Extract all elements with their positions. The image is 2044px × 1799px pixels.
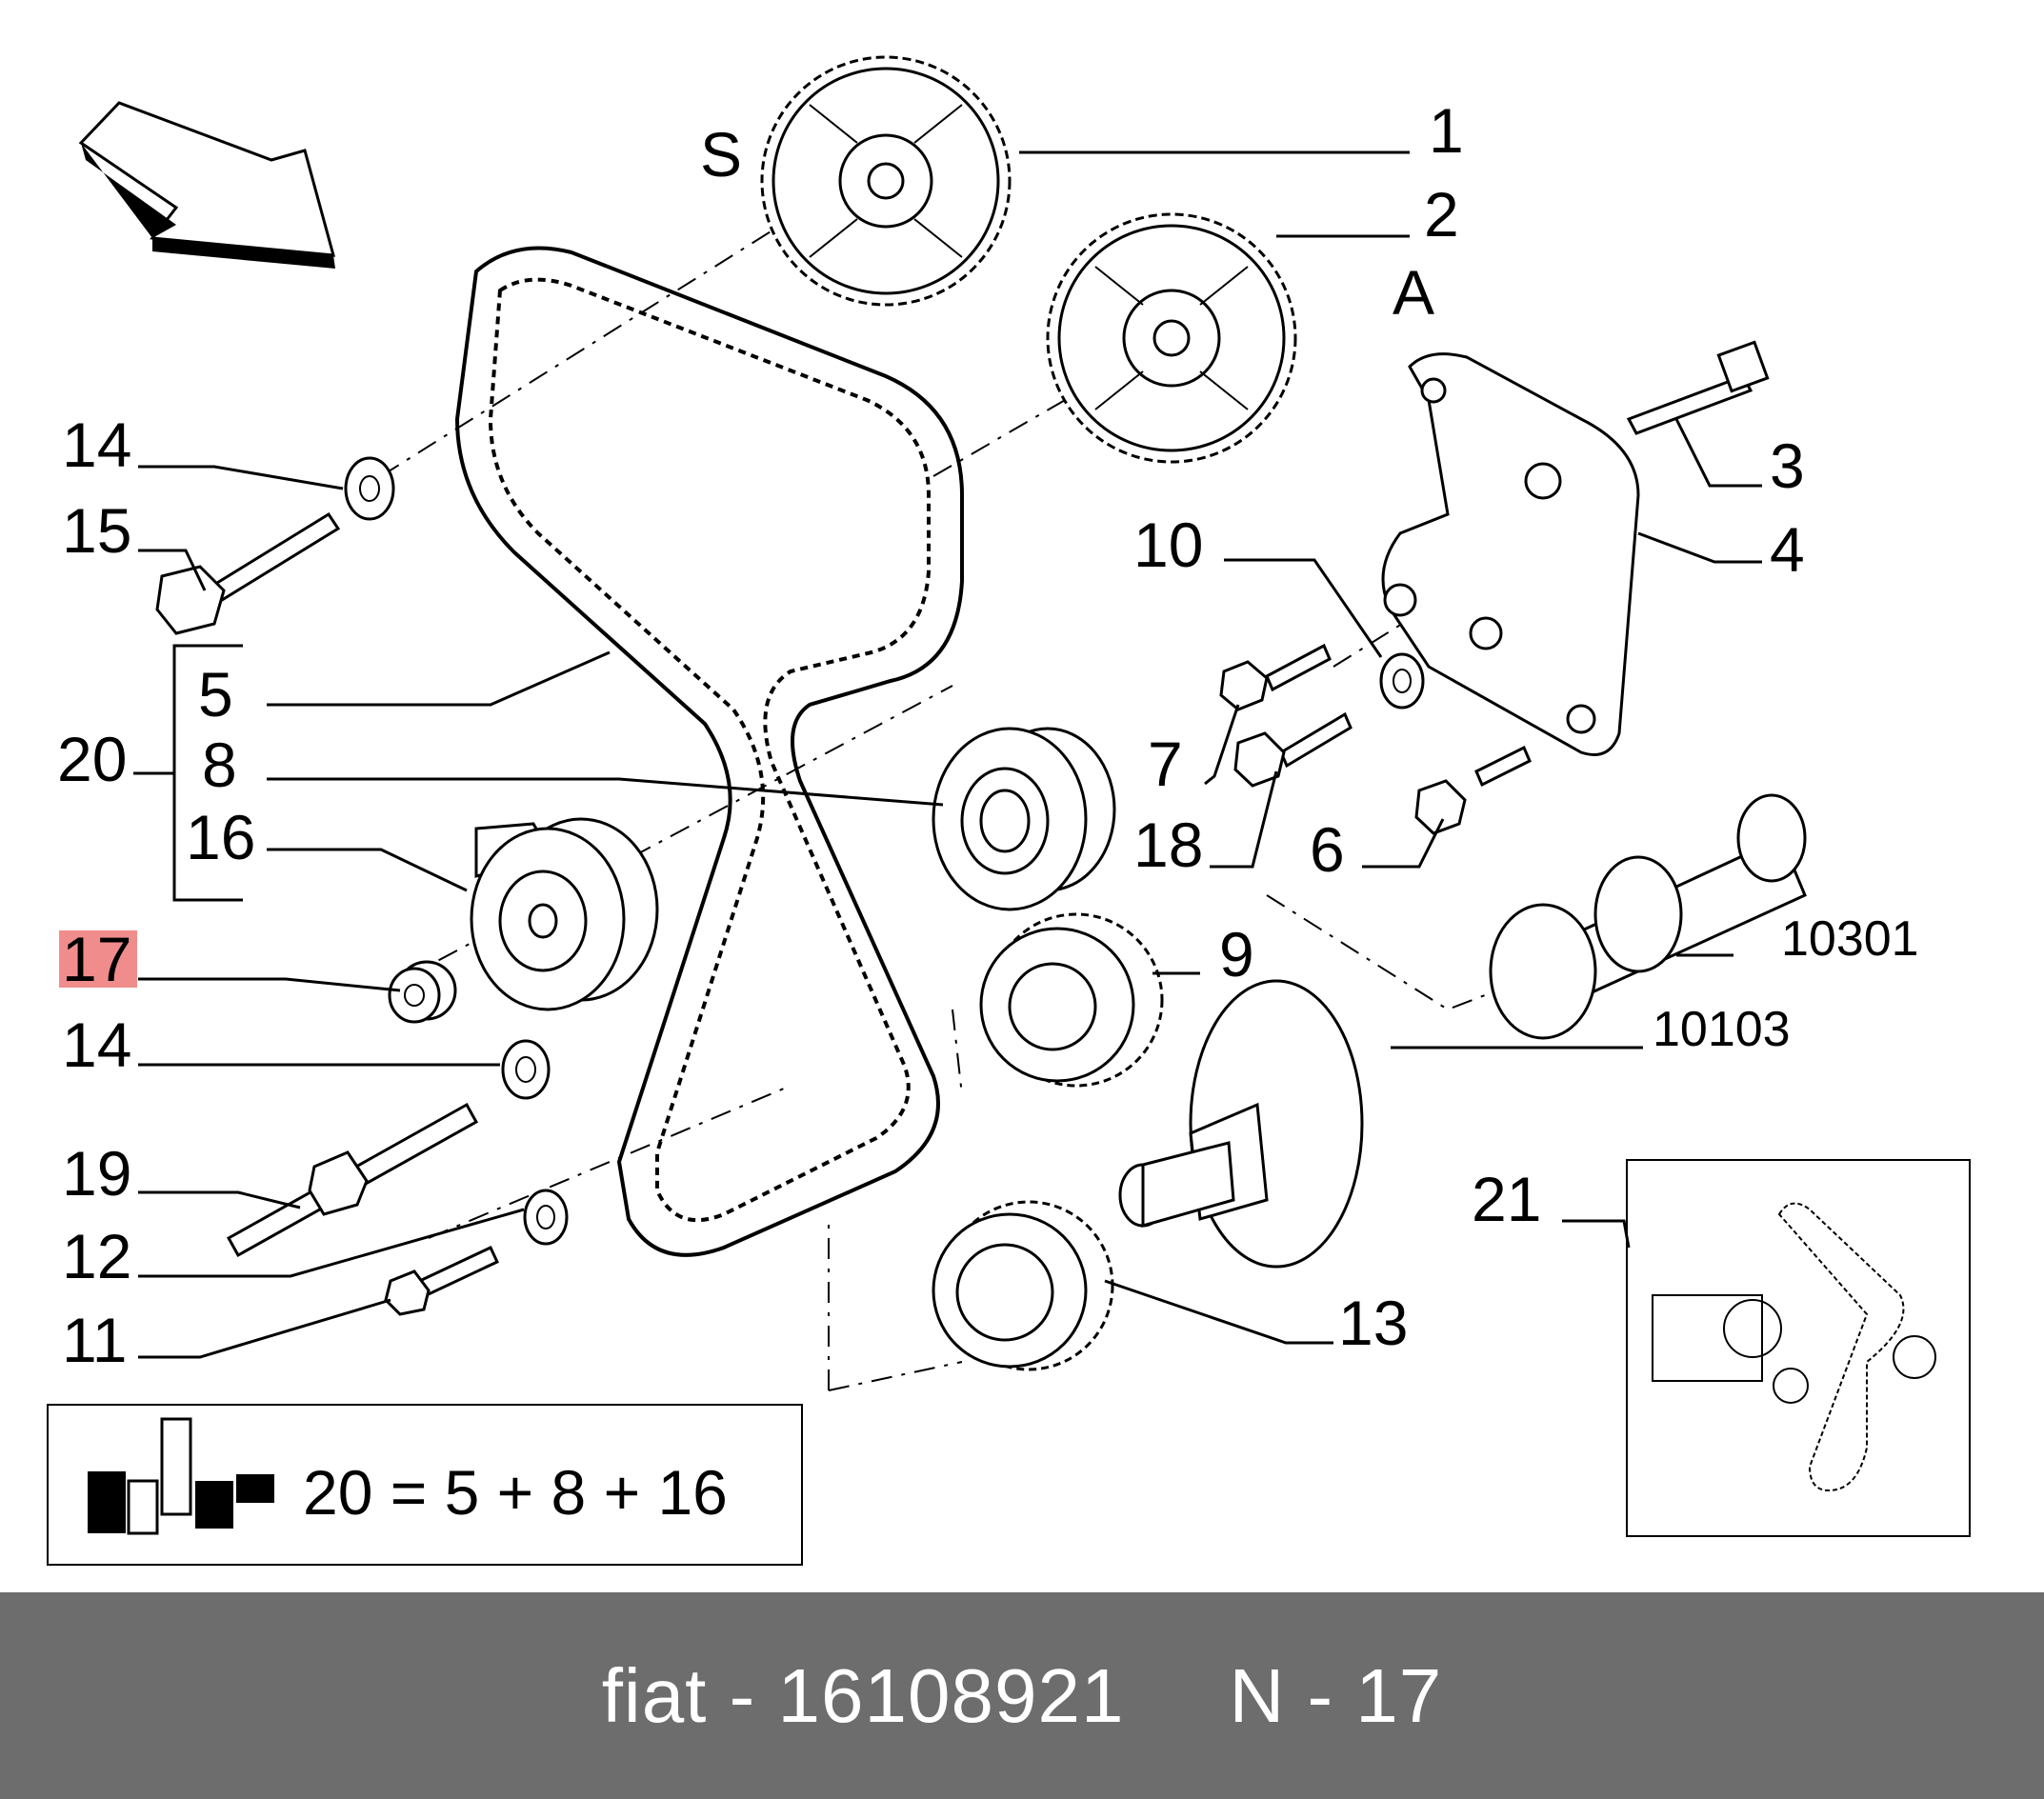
camshaft: [1489, 793, 1807, 1040]
crankshaft-pulley: [932, 1200, 1114, 1371]
label-1: 1: [1429, 95, 1464, 166]
kit-formula: 20 = 5 + 8 + 16: [303, 1457, 728, 1528]
camshaft-gear-s: [760, 55, 1012, 307]
tensioner-bracket: [1381, 352, 1640, 756]
footer-reference: N - 17: [1229, 1652, 1443, 1738]
timing-belt: [454, 246, 964, 1257]
label-17: 17: [62, 924, 131, 994]
kit-icon: [88, 1417, 274, 1535]
washer-12: [523, 1189, 569, 1246]
highlight-box: [59, 930, 137, 988]
label-16: 16: [186, 802, 255, 872]
label-13: 13: [1338, 1288, 1408, 1358]
bolt-18: [1233, 711, 1353, 788]
label-15: 15: [62, 495, 131, 566]
bolt-3: [1626, 340, 1770, 435]
leader-lines: [133, 150, 1762, 1359]
camshaft-gear-a: [1046, 212, 1297, 464]
bolt-11: [384, 1246, 499, 1316]
label-14-top: 14: [62, 410, 131, 480]
label-10301: 10301: [1781, 911, 1919, 967]
label-a: A: [1393, 257, 1434, 328]
label-s: S: [700, 119, 742, 190]
label-8: 8: [202, 730, 237, 800]
label-19: 19: [62, 1138, 131, 1209]
idler-pulley: [932, 727, 1116, 911]
crankshaft: [1118, 979, 1364, 1269]
label-12: 12: [62, 1221, 131, 1291]
washer-14-bottom: [501, 1039, 551, 1100]
label-2: 2: [1424, 179, 1459, 250]
label-10: 10: [1133, 510, 1203, 580]
label-9: 9: [1219, 919, 1254, 989]
bolt-15: [155, 511, 341, 635]
direction-arrow-icon: [78, 101, 336, 269]
label-20: 20: [57, 724, 127, 794]
label-4: 4: [1770, 514, 1805, 585]
bolt-6: [1414, 745, 1532, 835]
stud-19: [226, 1102, 479, 1258]
washer-10: [1379, 652, 1425, 710]
label-5: 5: [198, 659, 233, 730]
label-6: 6: [1310, 814, 1345, 885]
nut-17: [388, 960, 457, 1024]
footer-bar: fiat - 16108921 N - 17: [0, 1592, 2044, 1799]
label-7: 7: [1148, 729, 1183, 799]
kit-formula-box: [47, 1404, 803, 1566]
label-18: 18: [1133, 810, 1203, 880]
label-21: 21: [1472, 1164, 1541, 1234]
tensioner-pulley: [470, 817, 659, 1011]
washer-14-top: [344, 456, 395, 521]
label-10103: 10103: [1653, 1002, 1791, 1057]
label-11: 11: [62, 1305, 128, 1375]
kit-21-box: [1626, 1159, 1971, 1537]
label-14-bottom: 14: [62, 1009, 131, 1080]
footer-part-number: fiat - 16108921: [601, 1652, 1125, 1738]
bolt-7: [1219, 643, 1332, 711]
parts-diagram: 1 2 3 4 5 6 7 8 9 10 11 12 13 14 14 15 1…: [47, 55, 1971, 1566]
gear-9: [979, 912, 1164, 1088]
label-3: 3: [1770, 430, 1805, 501]
